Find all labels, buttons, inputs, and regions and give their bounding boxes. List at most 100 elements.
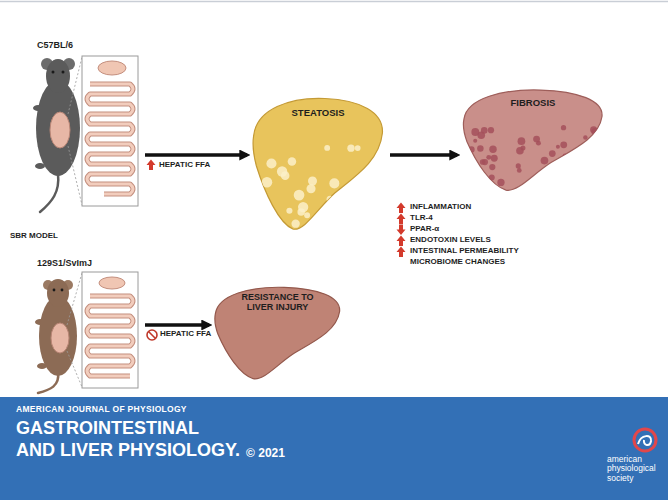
liver-lesion [488, 127, 494, 133]
stomach [99, 277, 125, 289]
liver-lesion [516, 147, 524, 155]
liver-lesion [563, 153, 568, 158]
liver-lesion [518, 137, 526, 145]
liver-lesion [516, 163, 521, 168]
liver-lesion [541, 157, 549, 165]
small-intestine [87, 84, 133, 194]
liver-lesion [355, 145, 361, 151]
liver-lesion [324, 145, 330, 151]
liver-lesion [589, 137, 596, 144]
increase-arrow [147, 160, 156, 171]
mouse-body [36, 80, 80, 176]
liver-lesion [561, 125, 566, 130]
liver-lesion [473, 139, 477, 143]
liver-lesion [368, 183, 375, 190]
liver-label: STEATOSIS [266, 108, 370, 119]
journal-title: GASTROINTESTINAL [16, 419, 199, 439]
liver-lesion [491, 155, 498, 162]
liver-lesion [346, 191, 357, 202]
intestine-inset [82, 272, 138, 388]
zoom-line [67, 273, 82, 325]
mouse-head [47, 279, 69, 307]
flow-arrow [145, 153, 247, 157]
mouse-panel: C57BL/6 [35, 38, 143, 213]
liver-lesion [580, 166, 588, 174]
mouse-eye [61, 289, 64, 292]
liver-lesion [571, 166, 578, 173]
liver-lesion [584, 168, 589, 173]
mouse-eye [53, 289, 56, 292]
liver-lesion [308, 176, 317, 185]
flow-arrow [145, 323, 209, 327]
finding-label: INTESTINAL PERMEABILITY [410, 247, 519, 256]
edge-label: HEPATIC FFA [159, 330, 212, 339]
liver-lesion [553, 165, 559, 171]
liver-lesion [281, 171, 290, 180]
increase-arrow [397, 214, 406, 225]
small-intestine [87, 296, 133, 376]
liver-lesion [489, 175, 495, 181]
liver-lesion [360, 175, 366, 181]
mouse-eye [52, 71, 55, 74]
liver-lesion [486, 155, 491, 160]
liver-lesion [332, 215, 339, 222]
liver-lesion [288, 157, 297, 166]
liver-lesion [590, 126, 597, 133]
liver-lesion [262, 177, 273, 188]
decrease-arrow [397, 225, 406, 236]
liver-shape: STEATOSIS [248, 88, 388, 238]
liver-lesion [565, 163, 569, 167]
mouse-tail [40, 174, 58, 212]
journal-title: AMERICAN JOURNAL OF PHYSIOLOGY [16, 405, 187, 414]
society-name: american physiological society [607, 455, 665, 483]
liver-lesion [286, 208, 292, 214]
liver-body [463, 90, 602, 190]
society-logo-ring [634, 429, 656, 451]
liver-lesion [294, 190, 305, 201]
liver-lesion [260, 200, 266, 206]
prohibition-sign [147, 330, 157, 340]
increase-arrow [397, 203, 406, 214]
liver-lesion [327, 196, 334, 203]
liver-lesion [489, 146, 496, 153]
finding-label: INFLAMMATION [410, 203, 471, 212]
liver-lesion [482, 159, 488, 165]
liver-lesion [517, 168, 522, 173]
liver-lesion [589, 158, 594, 163]
abdomen-opening [51, 323, 69, 353]
journal-title: AND LIVER PHYSIOLOGY. [16, 441, 240, 461]
society-logo-swirl [638, 436, 651, 445]
mouse-eye [62, 71, 65, 74]
liver-lesion [556, 145, 560, 149]
liver-lesion [306, 184, 315, 193]
liver-lesion [347, 144, 354, 151]
zoom-line [67, 351, 82, 387]
liver-label: RESISTANCE TO LIVER INJURY [228, 292, 327, 313]
finding-label: TLR-4 [410, 214, 433, 223]
liver-shape: FIBROSIS [458, 82, 608, 197]
increase-arrow [397, 247, 406, 258]
liver-lesion [581, 174, 588, 181]
zoom-line [68, 146, 82, 205]
liver-lesion [468, 146, 474, 152]
intestine-inset [82, 56, 138, 206]
liver-lesion [560, 141, 567, 148]
liver-lesion [533, 136, 540, 143]
liver-lesion [583, 135, 587, 139]
liver-lesion [497, 179, 504, 186]
liver-lesion [549, 150, 556, 157]
abdomen-opening [50, 112, 70, 148]
mouse-head [46, 59, 70, 93]
mouse-body [39, 296, 77, 376]
zoom-line [68, 57, 82, 114]
liver-lesion [474, 183, 479, 188]
liver-lesion [329, 178, 339, 188]
liver-lesion [297, 208, 305, 216]
liver-lesion [334, 198, 345, 209]
journal-banner [0, 397, 668, 500]
strain-label: 129S1/SvImJ [37, 258, 141, 268]
top-rule [0, 1, 668, 3]
liver-lesion [332, 201, 340, 209]
liver-lesion [266, 158, 276, 168]
